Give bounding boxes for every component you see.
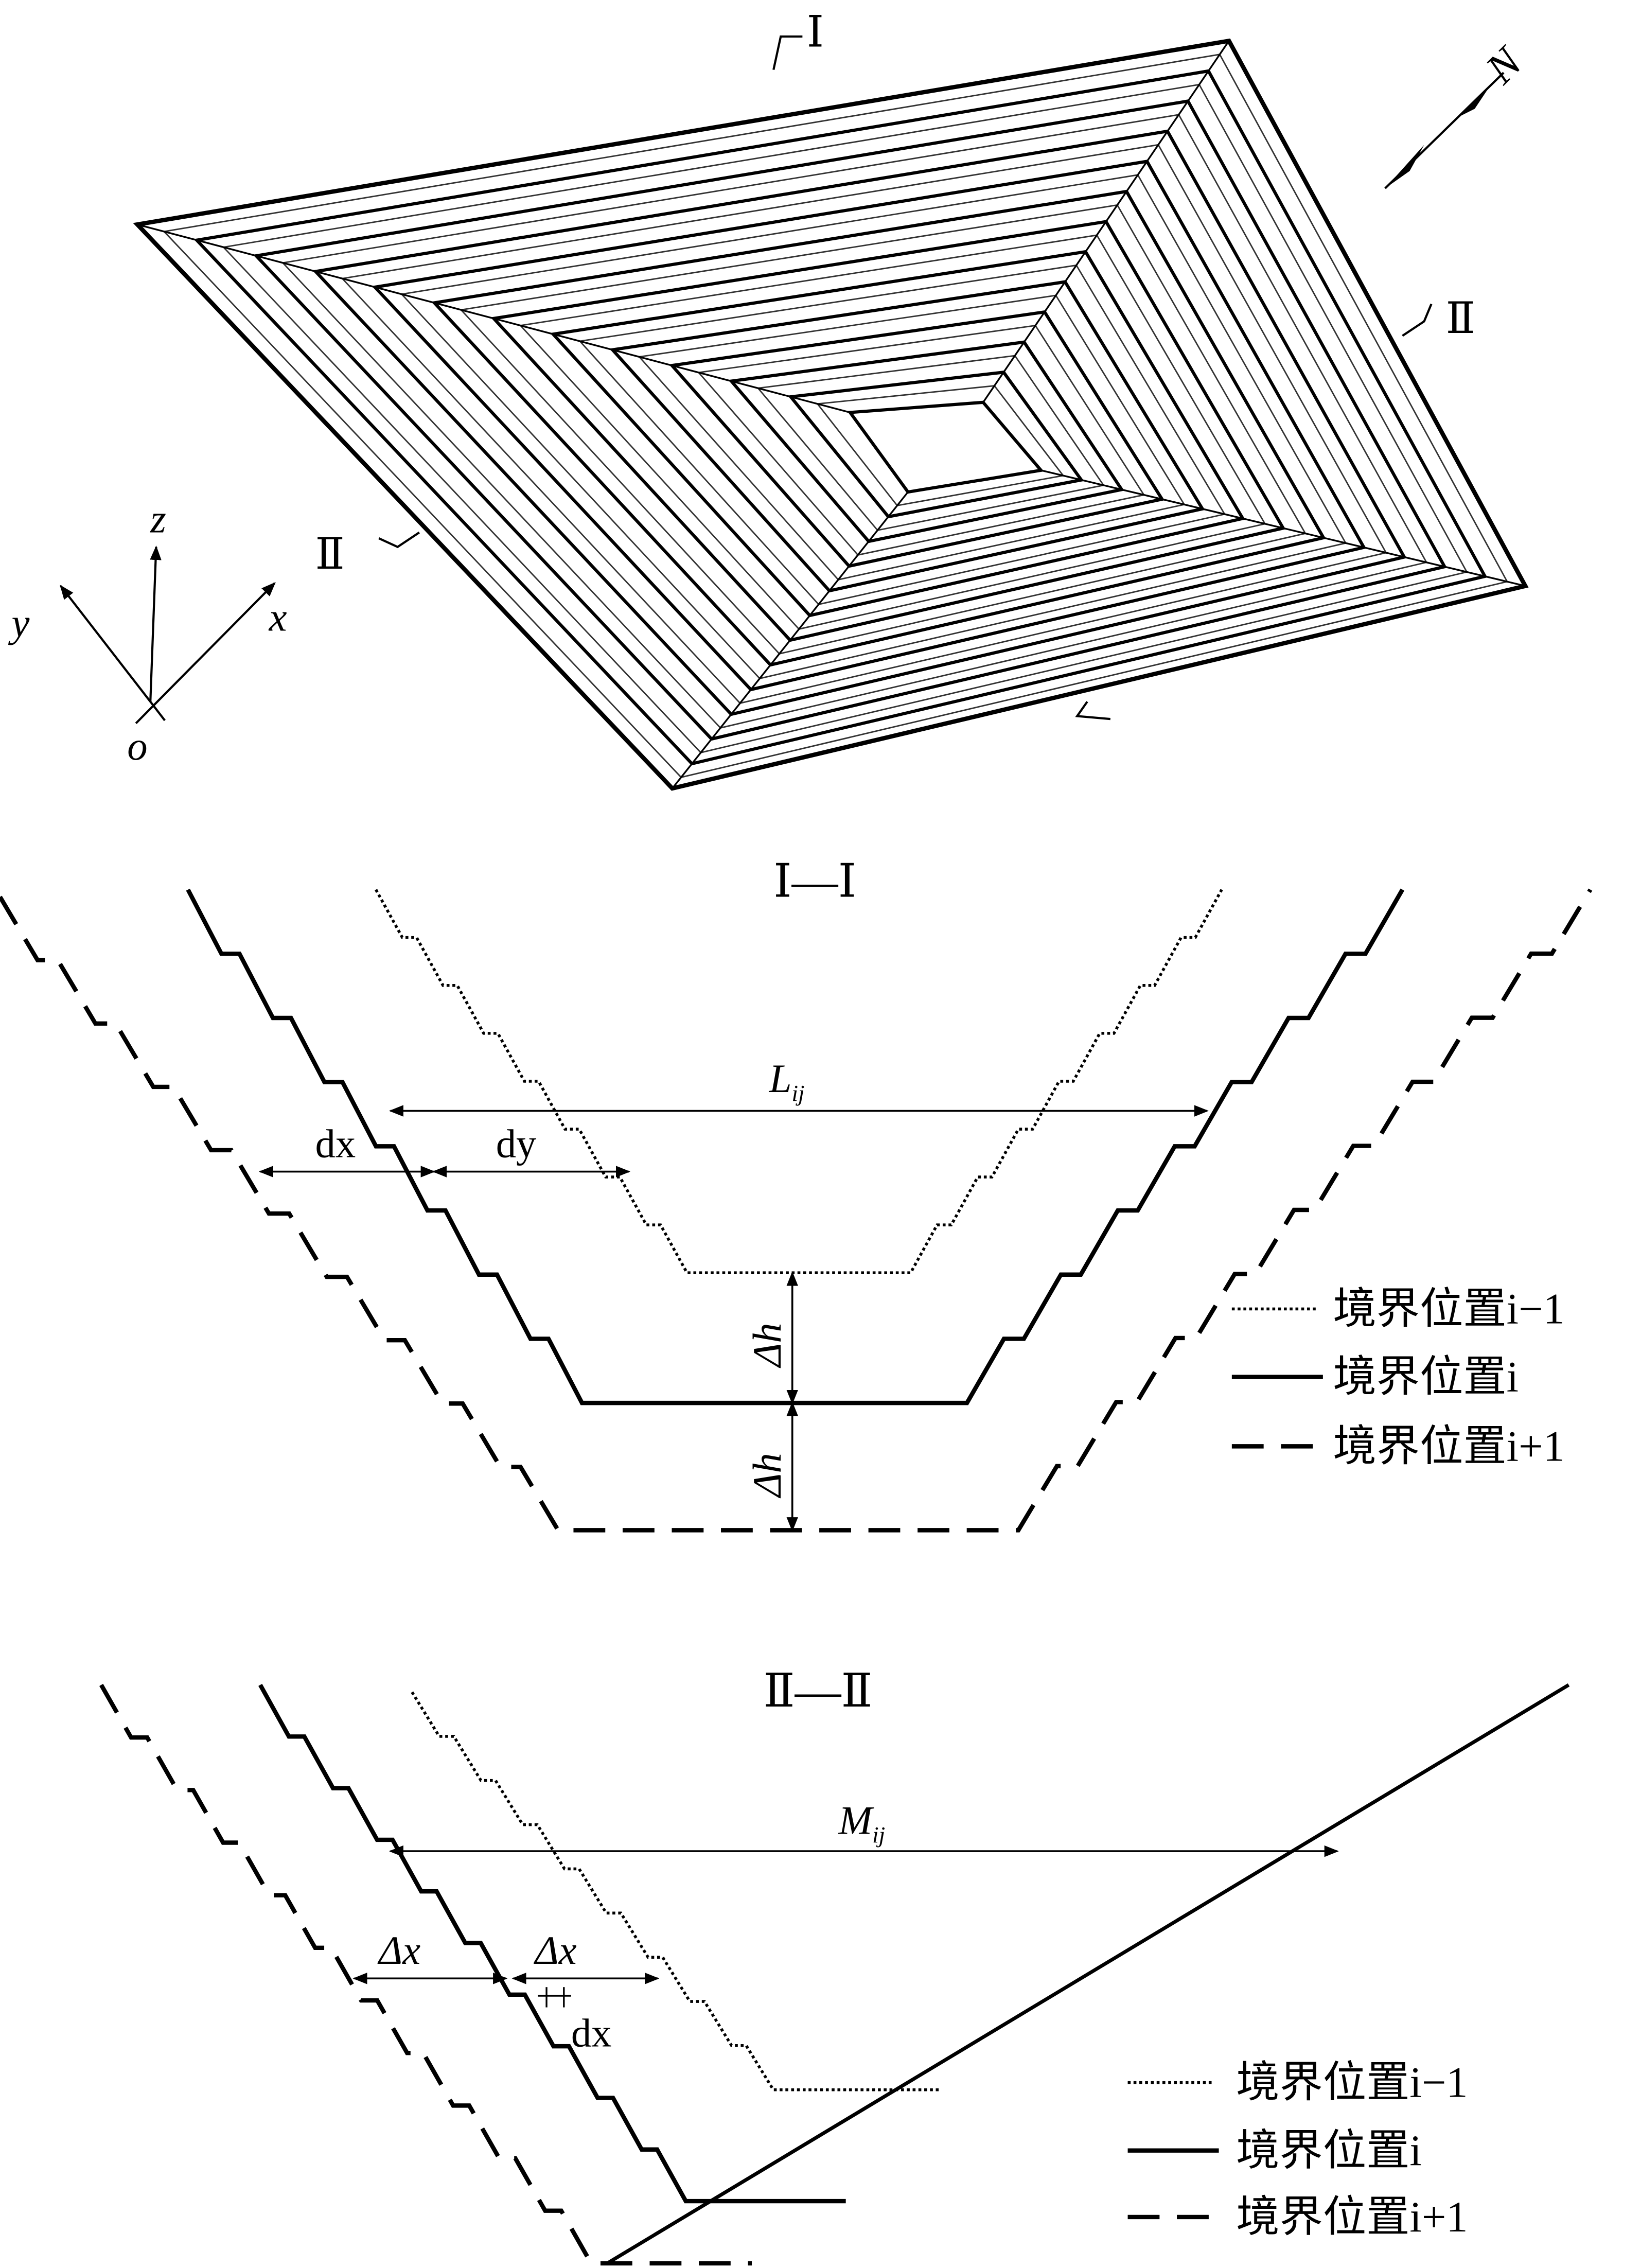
delta-x-label-1: Δx [377,1928,420,1973]
section-mark-2-left: Ⅱ [315,531,420,578]
pit-bench-ring [787,370,1084,519]
axis-z-label: z [150,497,166,542]
dh-label-1: Δh [745,1323,790,1368]
dx-small-dimension: dx [538,1987,611,2055]
pit-bench-crest [638,294,1186,581]
section-1-title: Ⅰ—Ⅰ [773,856,856,907]
legend-item-3: 境界位置i+1 [1236,2193,1468,2241]
dh-label-2: Δh [745,1453,790,1499]
pit-3d-view [133,38,1529,791]
north-label: N [1476,37,1533,93]
delta-x-label-2: Δx [534,1928,577,1973]
section-mark-1: Ⅰ [772,9,824,71]
section-mark-2-right: Ⅱ [1402,295,1475,343]
section-mark-1-bottom [1075,701,1111,720]
section-1-legend: 境界位置i−1 境界位置i 境界位置i+1 [1231,1286,1565,1470]
pit-bench-ring [847,400,1044,494]
legend-item-1: 境界位置i−1 [1236,2059,1468,2107]
pit-bench-crest [519,234,1266,630]
section-mark-1-label: Ⅰ [807,9,824,57]
section-2-profiles [99,1683,940,2266]
section-2-legend: 境界位置i−1 境界位置i 境界位置i+1 [1127,2059,1468,2241]
legend-item-3: 境界位置i+1 [1333,1422,1565,1470]
profile-i-plus-1 [99,1683,752,2266]
north-arrow-icon: N [1384,37,1533,189]
coordinate-axes: z y x o [8,497,287,769]
pit-corner-edge [982,40,1230,403]
slope-line [606,1683,1570,2265]
profile-i-minus-1 [375,889,1223,1275]
dx-label: dx [315,1121,356,1166]
pit-bench-ring [133,38,1529,791]
profile-i-minus-1 [411,1691,940,2091]
section-mark-2-left-label: Ⅱ [315,531,345,578]
pit-bench-ring [253,99,1448,741]
legend-item-1: 境界位置i−1 [1333,1286,1565,1333]
profile-i [258,1683,846,2204]
section-mark-2-right-label: Ⅱ [1446,295,1475,343]
axis-origin-label: o [127,724,147,769]
pit-corner-edge [137,223,851,414]
legend-item-2: 境界位置i [1333,1353,1519,1401]
profile-i [186,888,1405,1405]
pit-corner-edge [672,491,909,789]
section-2-title: Ⅱ—Ⅱ [764,1666,873,1717]
dy-label: dy [496,1121,537,1166]
pit-bench-crest [341,144,1387,704]
M-label: Mij [838,1798,886,1848]
L-label: Lij [769,1057,805,1106]
axis-x-label: x [269,595,287,640]
axis-y-label: y [8,601,29,646]
pit-corner-edge [1040,469,1526,587]
legend-item-2: 境界位置i [1236,2127,1422,2175]
dx-small-label: dx [571,2011,612,2055]
